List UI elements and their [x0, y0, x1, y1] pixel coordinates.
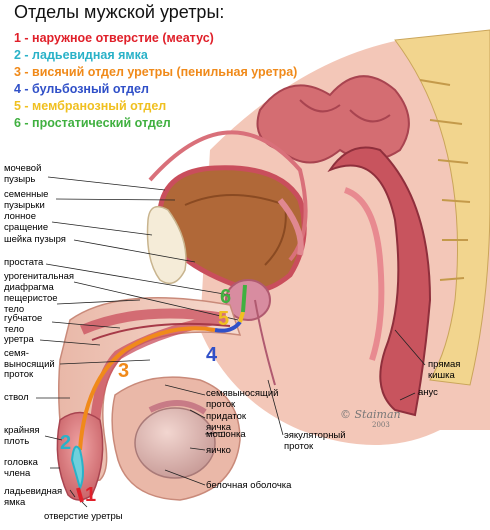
sacrum-bone [394, 29, 490, 386]
label-epididymis: придаток яичка [206, 411, 247, 433]
urethra-segment-6 [241, 284, 247, 313]
legend-item-meatus: 1 - наружное отверстие (меатус) [14, 31, 214, 45]
artist-signature: © Staiman [340, 408, 401, 421]
label-glans: головка члена [4, 457, 38, 479]
urethra-segment-4 [214, 320, 242, 333]
legend-item-navicular-fossa: 2 - ладьевидная ямка [14, 48, 148, 62]
label-navicular-fossa: ладьевидная ямка [4, 486, 63, 508]
label-seminal-vesicles: семенные пузырьки [4, 189, 49, 211]
legend-item-bulbous: 4 - бульбозный отдел [14, 82, 149, 96]
label-pubic-symphysis: лонное сращение [4, 211, 49, 233]
artist-signature-year: 2003 [372, 421, 390, 429]
marker-1: 1 [85, 484, 97, 506]
sacrum-marks [419, 79, 471, 281]
legend-item-membranous: 5 - мембранозный отдел [14, 99, 167, 113]
marker-4: 4 [206, 344, 218, 366]
urethra-segment-2 [70, 445, 84, 491]
label-vas-deferens-right: семявыносящий проток [206, 388, 279, 410]
label-rectum: прямая кишка [428, 359, 461, 381]
marker-2: 2 [60, 432, 72, 454]
rectum-shape [327, 146, 432, 417]
label-vas-deferens-left: семя- выносящий проток [4, 348, 55, 380]
urethra-segment-3 [78, 326, 216, 451]
label-tunica-albuginea: белочная оболочка [206, 480, 292, 491]
label-anus: анус [418, 387, 438, 398]
label-bladder-neck: шейка пузыря [4, 234, 66, 245]
label-urethra: уретра [4, 334, 34, 345]
label-ejaculatory-duct: эякуляторный проток [284, 430, 346, 452]
prostate-shape [225, 279, 271, 321]
marker-6: 6 [220, 286, 232, 308]
legend-item-prostatic: 6 - простатический отдел [14, 116, 171, 130]
leader-lines [36, 176, 426, 508]
marker-3: 3 [118, 360, 130, 382]
label-testis: яичко [206, 445, 231, 456]
pubic-bone [146, 205, 187, 285]
urethra-segment-5 [238, 311, 245, 323]
label-corpus-cavernosum: пещеристое тело [4, 293, 58, 315]
legend-item-penile-urethra: 3 - висячий отдел уретры (пенильная урет… [14, 65, 298, 79]
label-scrotum: мошонка [206, 429, 246, 440]
page-title: Отделы мужской уретры: [14, 2, 225, 22]
urethra-segment-1 [76, 487, 84, 503]
label-foreskin: крайняя плоть [4, 425, 40, 447]
label-shaft: ствол [4, 392, 29, 403]
label-urethral-opening: отверстие уретры [44, 511, 123, 522]
label-prostate: простата [4, 257, 44, 268]
label-corpus-spongiosum: губчатое тело [4, 313, 43, 335]
marker-5: 5 [218, 308, 230, 330]
label-bladder: мочевой пузырь [4, 163, 42, 185]
testis-shape [134, 407, 216, 479]
label-urogenital-diaphragm: урогенитальная диафрагма [4, 271, 74, 293]
